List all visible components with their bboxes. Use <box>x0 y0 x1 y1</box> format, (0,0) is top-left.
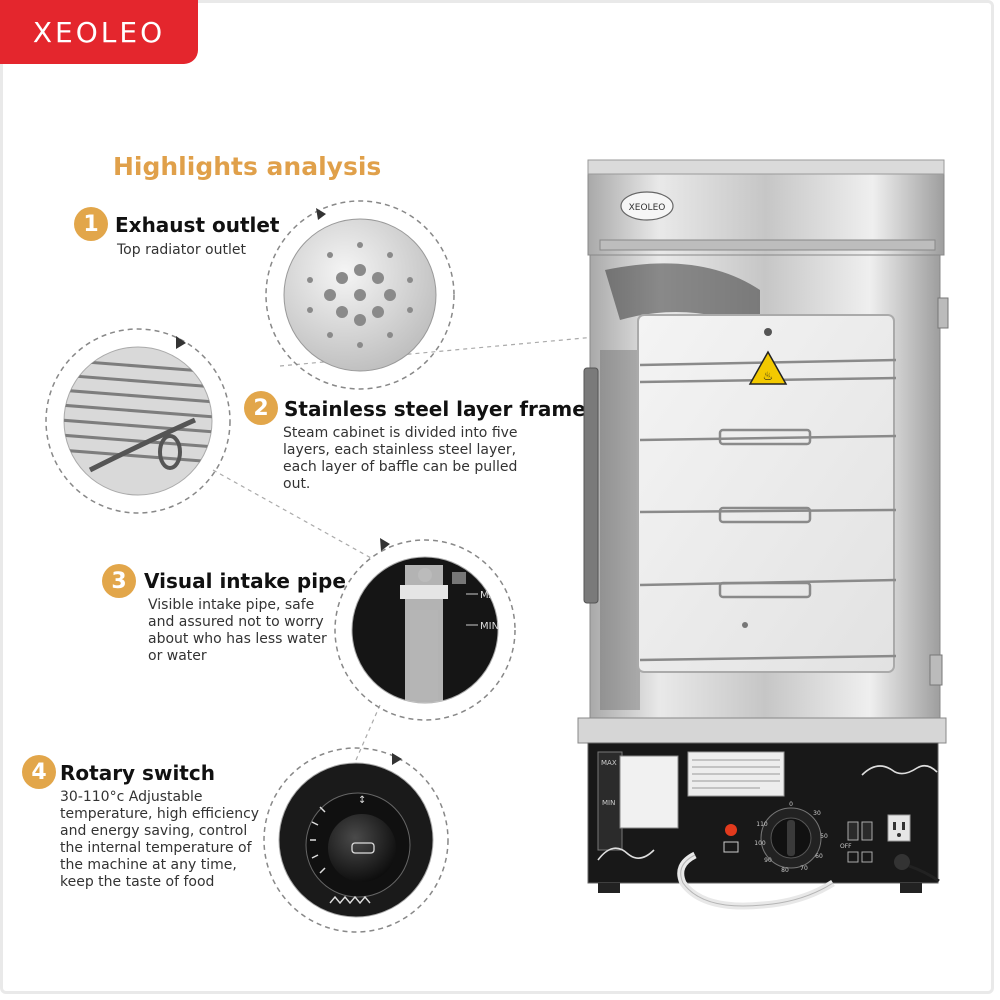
decorative-swirl-right <box>861 764 938 776</box>
layer-frame-detail <box>45 328 231 514</box>
feature-4-title: Rotary switch <box>60 761 215 785</box>
feature-2-badge: 2 <box>244 391 278 425</box>
water-max-label: MAX <box>601 759 617 767</box>
power-indicator-light <box>725 824 737 836</box>
hot-surface-warning-icon <box>748 350 788 385</box>
dial-mark: 0 <box>789 801 793 808</box>
water-min-label: MIN <box>602 799 615 807</box>
dial-mark: 60 <box>815 853 823 860</box>
section-heading: Highlights analysis <box>113 152 382 181</box>
exhaust-outlet-detail <box>265 200 455 390</box>
intake-pipe-detail: MA MIN <box>334 538 516 721</box>
thermostat-dial[interactable]: 0 30 50 60 70 80 90 100 110 <box>754 801 828 874</box>
dial-mark: 110 <box>756 821 768 828</box>
steamer-foot-left <box>598 883 620 893</box>
steamer-base <box>577 717 947 744</box>
feature-2-description: Steam cabinet is divided into five layer… <box>283 425 518 492</box>
pipe-min-label: MIN <box>480 621 499 632</box>
door-hinge-top <box>937 297 949 329</box>
feature-2-title: Stainless steel layer frame <box>284 397 586 421</box>
arrow-icon <box>316 208 326 220</box>
rotary-switch-detail: ↕ <box>263 747 449 933</box>
food-steamer-product: XEOLEO ♨ <box>577 159 949 910</box>
lid-logo-badge <box>620 191 674 221</box>
door-hinge-bottom <box>929 654 943 686</box>
feature-1-badge: 1 <box>74 207 108 241</box>
arrow-icon <box>380 538 390 551</box>
dial-mark: 70 <box>800 865 808 872</box>
feature-1-description: Top radiator outlet <box>117 242 246 258</box>
dial-mark: 50 <box>820 833 828 840</box>
connector-2 <box>212 469 372 559</box>
dial-mark: 90 <box>764 857 772 864</box>
brand-logo[interactable]: XEOLEO <box>0 0 198 64</box>
steamer-shelves <box>639 358 897 662</box>
feature-4-badge: 4 <box>22 755 56 789</box>
feature-3-description: Visible intake pipe, safe and assured no… <box>148 597 327 664</box>
svg-text:↕: ↕ <box>358 795 366 806</box>
feature-3-badge: 3 <box>102 564 136 598</box>
power-cord-plug <box>894 854 910 870</box>
dial-mark: 80 <box>781 867 789 874</box>
dial-mark: 30 <box>813 810 821 817</box>
steamer-foot-right <box>900 883 922 893</box>
feature-4-description: 30-110°c Adjustable temperature, high ef… <box>60 789 260 890</box>
power-switches[interactable]: OFF <box>840 821 873 863</box>
heater-symbol-icon <box>723 841 739 853</box>
water-level-window <box>597 751 623 851</box>
arrow-icon <box>392 753 402 765</box>
pipe-max-label: MA <box>480 590 496 601</box>
water-tank-drawer[interactable] <box>619 755 679 829</box>
connector-lines <box>212 334 618 777</box>
feature-3-title: Visual intake pipe <box>144 569 346 593</box>
dial-mark: 100 <box>754 840 766 847</box>
feature-1-title: Exhaust outlet <box>115 213 280 237</box>
power-socket[interactable] <box>887 814 911 842</box>
arrow-icon <box>176 336 186 349</box>
svg-text:♨: ♨ <box>763 369 774 383</box>
heater-icon <box>329 895 371 905</box>
decorative-swirl-left <box>597 847 655 861</box>
switch-off-label: OFF <box>840 843 852 850</box>
door-handle[interactable] <box>583 367 599 604</box>
lid-logo-text: XEOLEO <box>629 203 666 213</box>
